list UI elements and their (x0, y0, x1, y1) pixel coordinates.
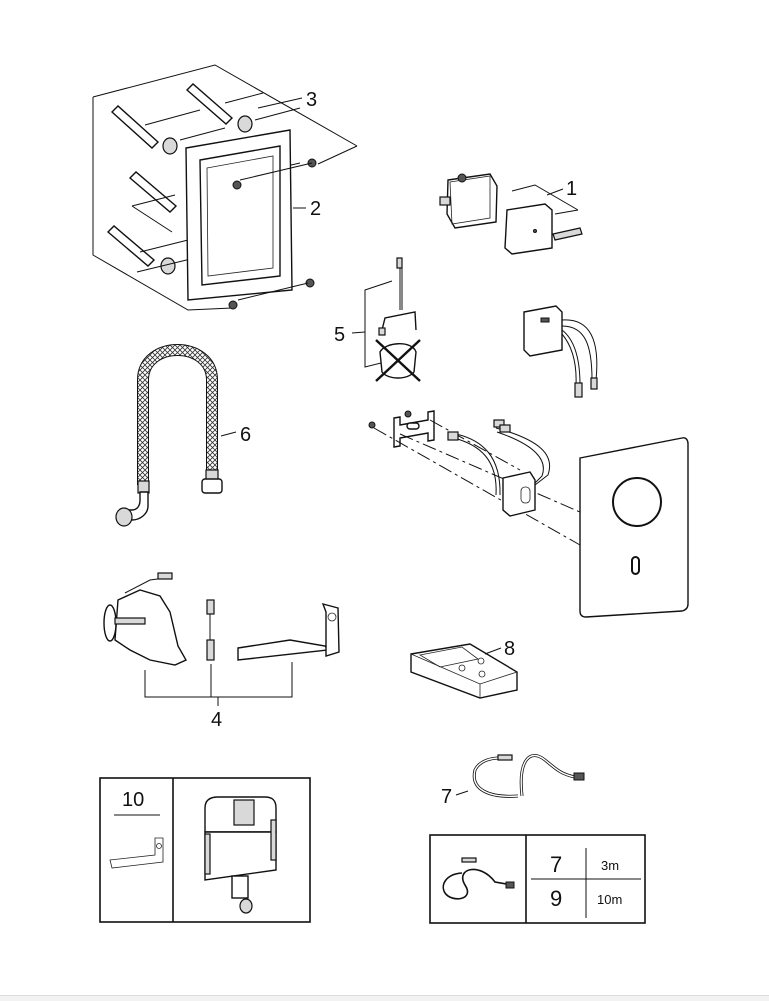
part-label-3: 3 (306, 89, 317, 111)
cable-part-7: 7 (550, 852, 562, 877)
part-label-6: 6 (240, 424, 251, 446)
accessory-number-10: 10 (122, 789, 144, 811)
sensor-button (612, 477, 662, 527)
cable-part-9: 9 (550, 886, 562, 911)
bottom-scroll-edge (0, 995, 769, 1001)
threaded-rod (106, 83, 234, 267)
screw (368, 421, 376, 429)
part-label-5: 5 (334, 324, 345, 346)
remote-control-part-8: 8 (410, 638, 518, 699)
part-label-8: 8 (504, 638, 515, 660)
cable-length-3m: 3m (601, 858, 619, 873)
part-label-4: 4 (211, 709, 222, 731)
concealed-box-part-1: 1 (439, 173, 583, 255)
part-label-1: 1 (566, 178, 577, 200)
valve-unit-part-4: 4 (103, 572, 340, 731)
cover-plate-assembly (368, 410, 689, 618)
power-supply-module (523, 305, 598, 398)
cable-length-table: 7 3m 9 10m (429, 834, 646, 924)
electronics-unit (502, 471, 536, 517)
part-label-2: 2 (310, 198, 321, 220)
part-label-7: 7 (441, 786, 452, 808)
flexible-hose-part-6: 6 (115, 344, 251, 527)
cover-plate (579, 437, 689, 618)
accessory-box-10: 10 (99, 777, 311, 923)
concealed-cistern (204, 796, 277, 914)
connecting-cable-part-7: 7 (441, 754, 585, 808)
mounting-frame-assembly: 3 2 (92, 64, 358, 311)
sensor-window (631, 556, 640, 575)
screw (232, 180, 242, 190)
cable-length-10m: 10m (597, 892, 622, 907)
bracket-cable-part-5: 5 (334, 257, 421, 382)
